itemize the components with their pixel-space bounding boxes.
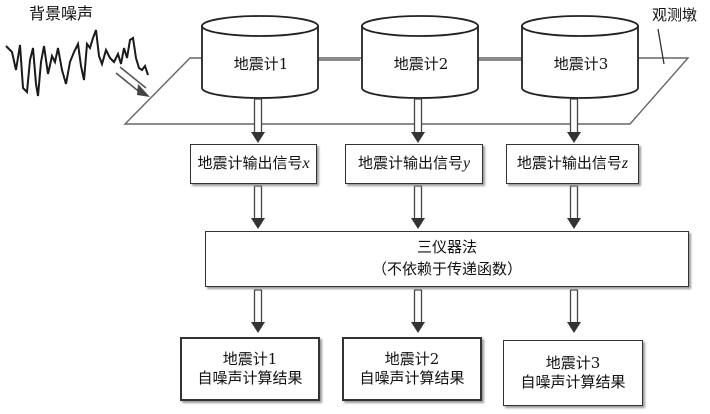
seismometer-2-cylinder [361,15,479,99]
pier-label-leader [657,28,665,65]
arrow-signal3-to-method [567,185,581,229]
arrow-method-to-result2 [411,289,425,333]
result-2-line1: 地震计2 [384,350,440,369]
seismometer-3-label: 地震计3 [553,55,609,73]
result-2-line2: 自噪声计算结果 [359,369,465,387]
signal-box-y: 地震计输出信号y [345,144,483,184]
signal-box-z-text: 地震计输出信号z [516,154,629,172]
noise-arrow [115,66,150,97]
result-box-3: 地震计3 自噪声计算结果 [503,340,643,406]
arrow-cyl1-to-signal [251,98,265,143]
result-box-1: 地震计1 自噪声计算结果 [180,337,320,401]
arrow-method-to-result1 [251,289,265,333]
signal-box-x: 地震计输出信号x [190,144,317,184]
three-instrument-method-box: 三仪器法 （不依赖于传递函数） [205,231,689,287]
background-noise-label: 背景噪声 [29,4,94,23]
signal-box-x-text: 地震计输出信号x [197,154,310,172]
result-box-2: 地震计2 自噪声计算结果 [342,337,482,401]
arrow-signal2-to-method [411,185,425,229]
seismometer-1-cylinder [201,15,319,99]
result-1-line1: 地震计1 [222,350,278,369]
arrow-signal1-to-method [251,185,265,229]
noise-waveform [5,29,149,97]
signal-box-z: 地震计输出信号z [506,144,639,184]
arrow-cyl2-to-signal [411,98,425,143]
seismometer-2-label: 地震计2 [393,55,449,73]
seismometer-1-label: 地震计1 [233,55,289,73]
signal-box-y-text: 地震计输出信号y [357,154,471,172]
seismometer-3-cylinder [521,15,639,99]
method-subtitle: （不依赖于传递函数） [371,260,522,278]
arrow-cyl3-to-signal [567,98,581,143]
arrow-method-to-result3 [567,289,581,333]
result-3-line2: 自噪声计算结果 [520,373,626,391]
method-title: 三仪器法 [416,238,477,257]
result-3-line1: 地震计3 [545,354,601,373]
pier-label: 观测墩 [652,6,698,24]
result-1-line2: 自噪声计算结果 [197,369,303,387]
